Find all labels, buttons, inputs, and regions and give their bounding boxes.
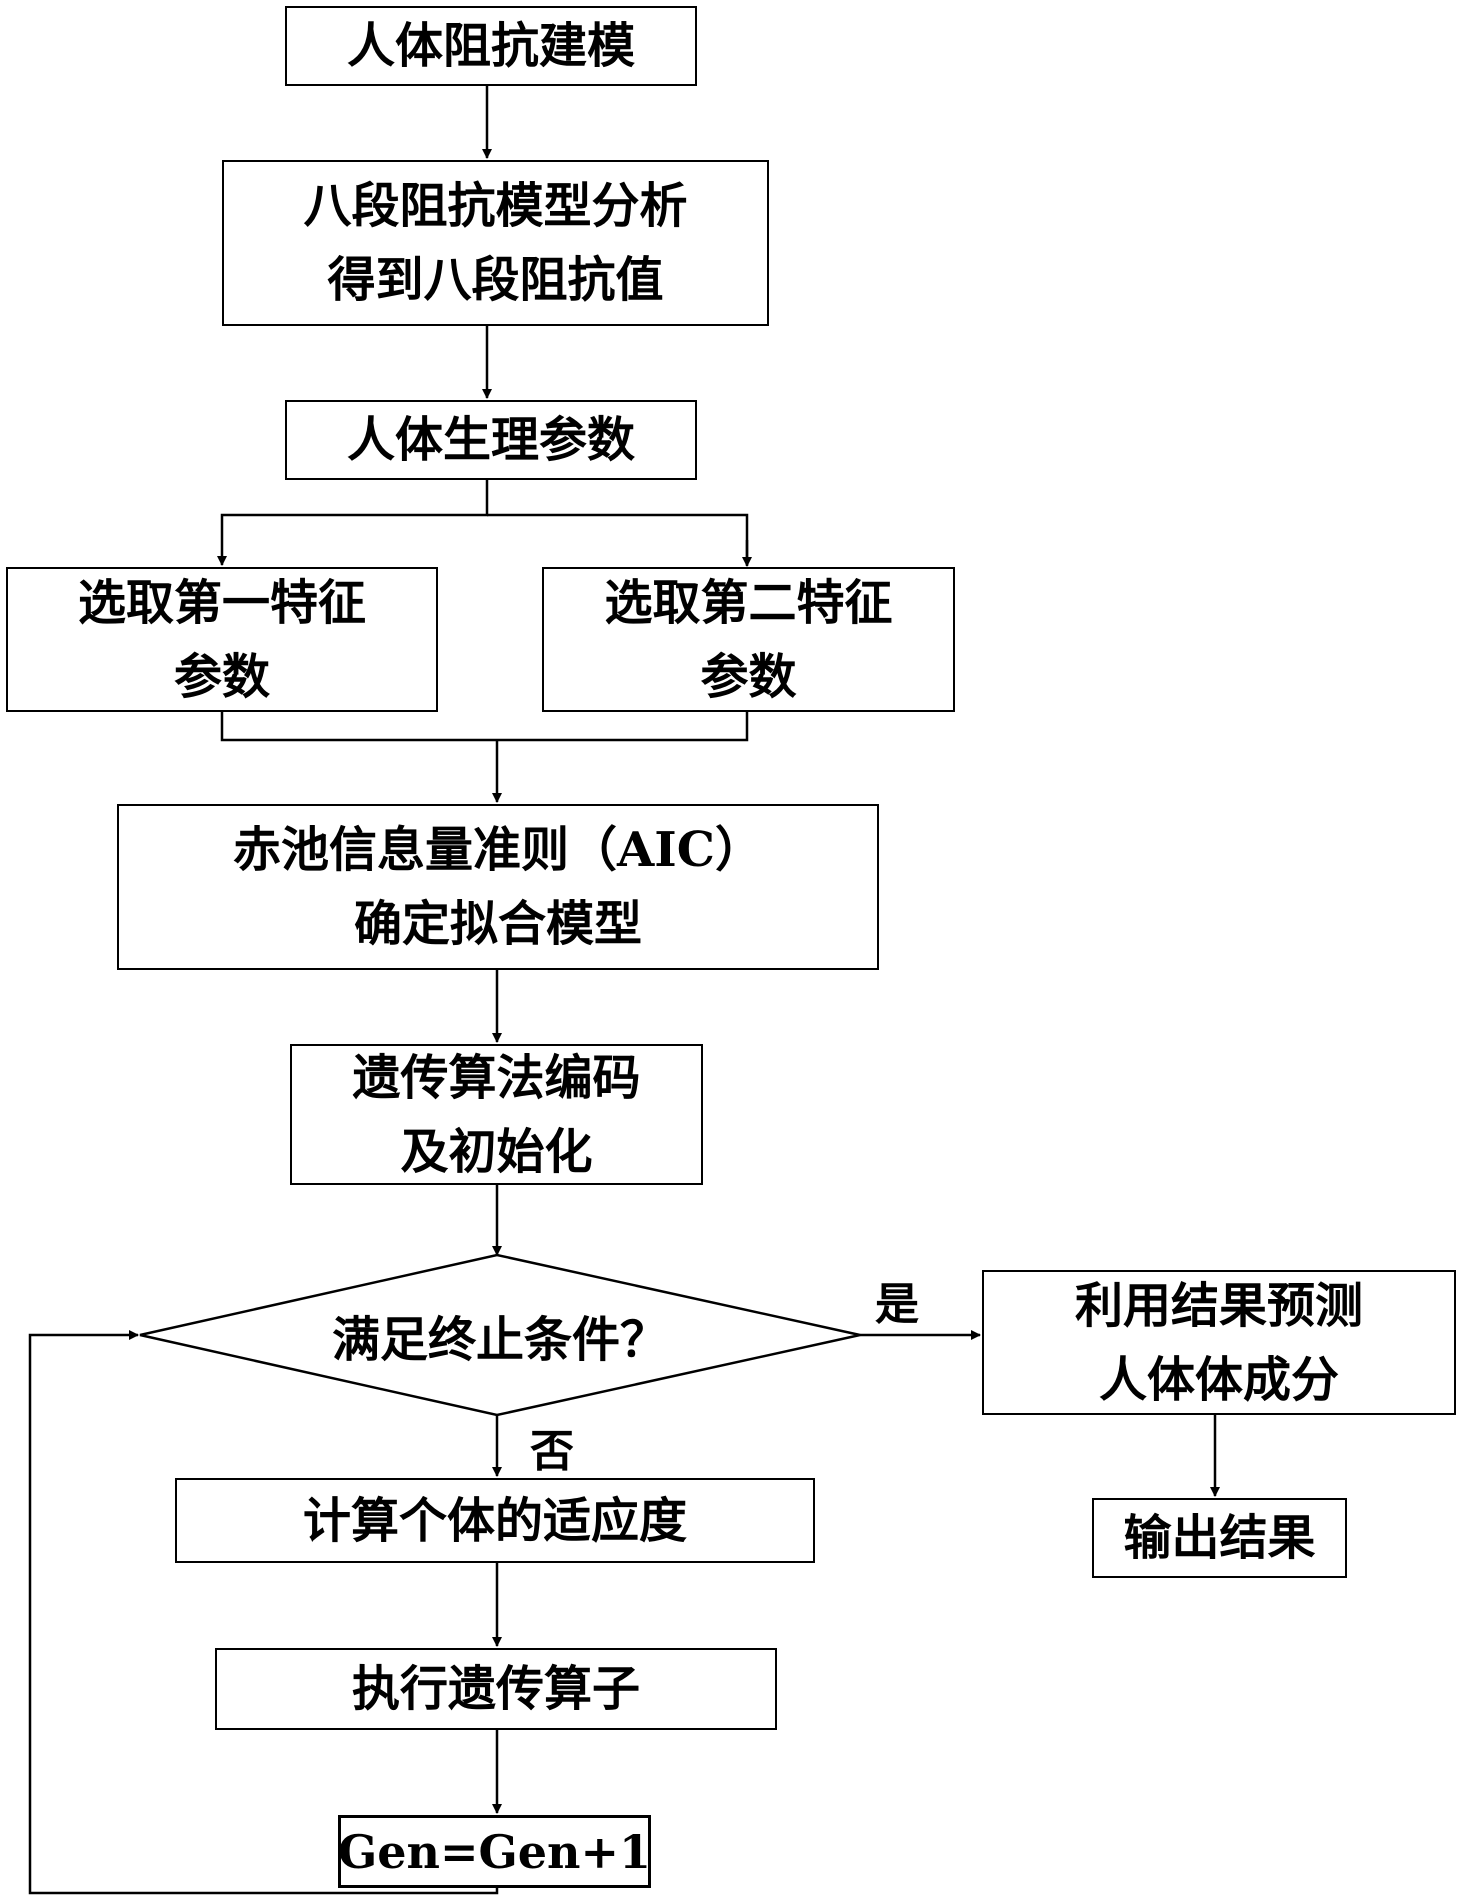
ga-encoding-line2: 及初始化	[400, 1123, 593, 1180]
output-result-box: 输出结果	[1092, 1498, 1347, 1578]
eight-segment-analysis-box: 八段阻抗模型分析 得到八段阻抗值	[222, 160, 769, 326]
ga-encoding-line1: 遗传算法编码	[352, 1049, 641, 1106]
genetic-operators-label: 执行遗传算子	[351, 1661, 640, 1717]
arrow-physiological-to-first-feature	[217, 480, 489, 566]
output-label: 输出结果	[1123, 1510, 1316, 1566]
generation-increment-label: Gen=Gen+1	[337, 1824, 652, 1879]
eight-segment-line1: 八段阻抗模型分析	[303, 178, 688, 234]
second-feature-line1: 选取第二特征	[604, 574, 893, 631]
arrow-features-to-aic	[220, 712, 749, 742]
physiological-params-label: 人体生理参数	[346, 412, 635, 468]
first-feature-line2: 参数	[173, 648, 270, 705]
first-feature-box: 选取第一特征 参数	[6, 567, 438, 712]
predict-composition-box: 利用结果预测 人体体成分	[982, 1270, 1456, 1415]
aic-line2: 确定拟合模型	[353, 896, 642, 952]
genetic-operators-box: 执行遗传算子	[215, 1648, 777, 1730]
yes-label: 是	[875, 1279, 919, 1330]
generation-increment-box: Gen=Gen+1	[338, 1815, 651, 1888]
first-feature-line1: 选取第一特征	[77, 574, 366, 631]
arrow-physiological-to-second-feature	[487, 513, 749, 565]
no-label: 否	[530, 1426, 574, 1477]
decision-diamond	[139, 1253, 861, 1417]
arrow-loop-back-to-decision	[28, 1330, 499, 1895]
impedance-modeling-box: 人体阻抗建模	[285, 6, 697, 86]
physiological-params-box: 人体生理参数	[285, 400, 697, 480]
decision-label: 满足终止条件？	[331, 1312, 668, 1368]
second-feature-box: 选取第二特征 参数	[542, 567, 955, 712]
eight-segment-line2: 得到八段阻抗值	[327, 252, 664, 308]
predict-line1: 利用结果预测	[1074, 1277, 1363, 1334]
impedance-modeling-label: 人体阻抗建模	[346, 18, 635, 74]
fitness-box: 计算个体的适应度	[175, 1478, 815, 1563]
aic-model-box: 赤池信息量准则（AIC） 确定拟合模型	[117, 804, 879, 970]
second-feature-line2: 参数	[700, 648, 797, 705]
fitness-label: 计算个体的适应度	[302, 1492, 687, 1549]
ga-encoding-box: 遗传算法编码 及初始化	[290, 1044, 703, 1185]
predict-line2: 人体体成分	[1098, 1351, 1339, 1408]
aic-line1: 赤池信息量准则（AIC）	[233, 822, 763, 878]
